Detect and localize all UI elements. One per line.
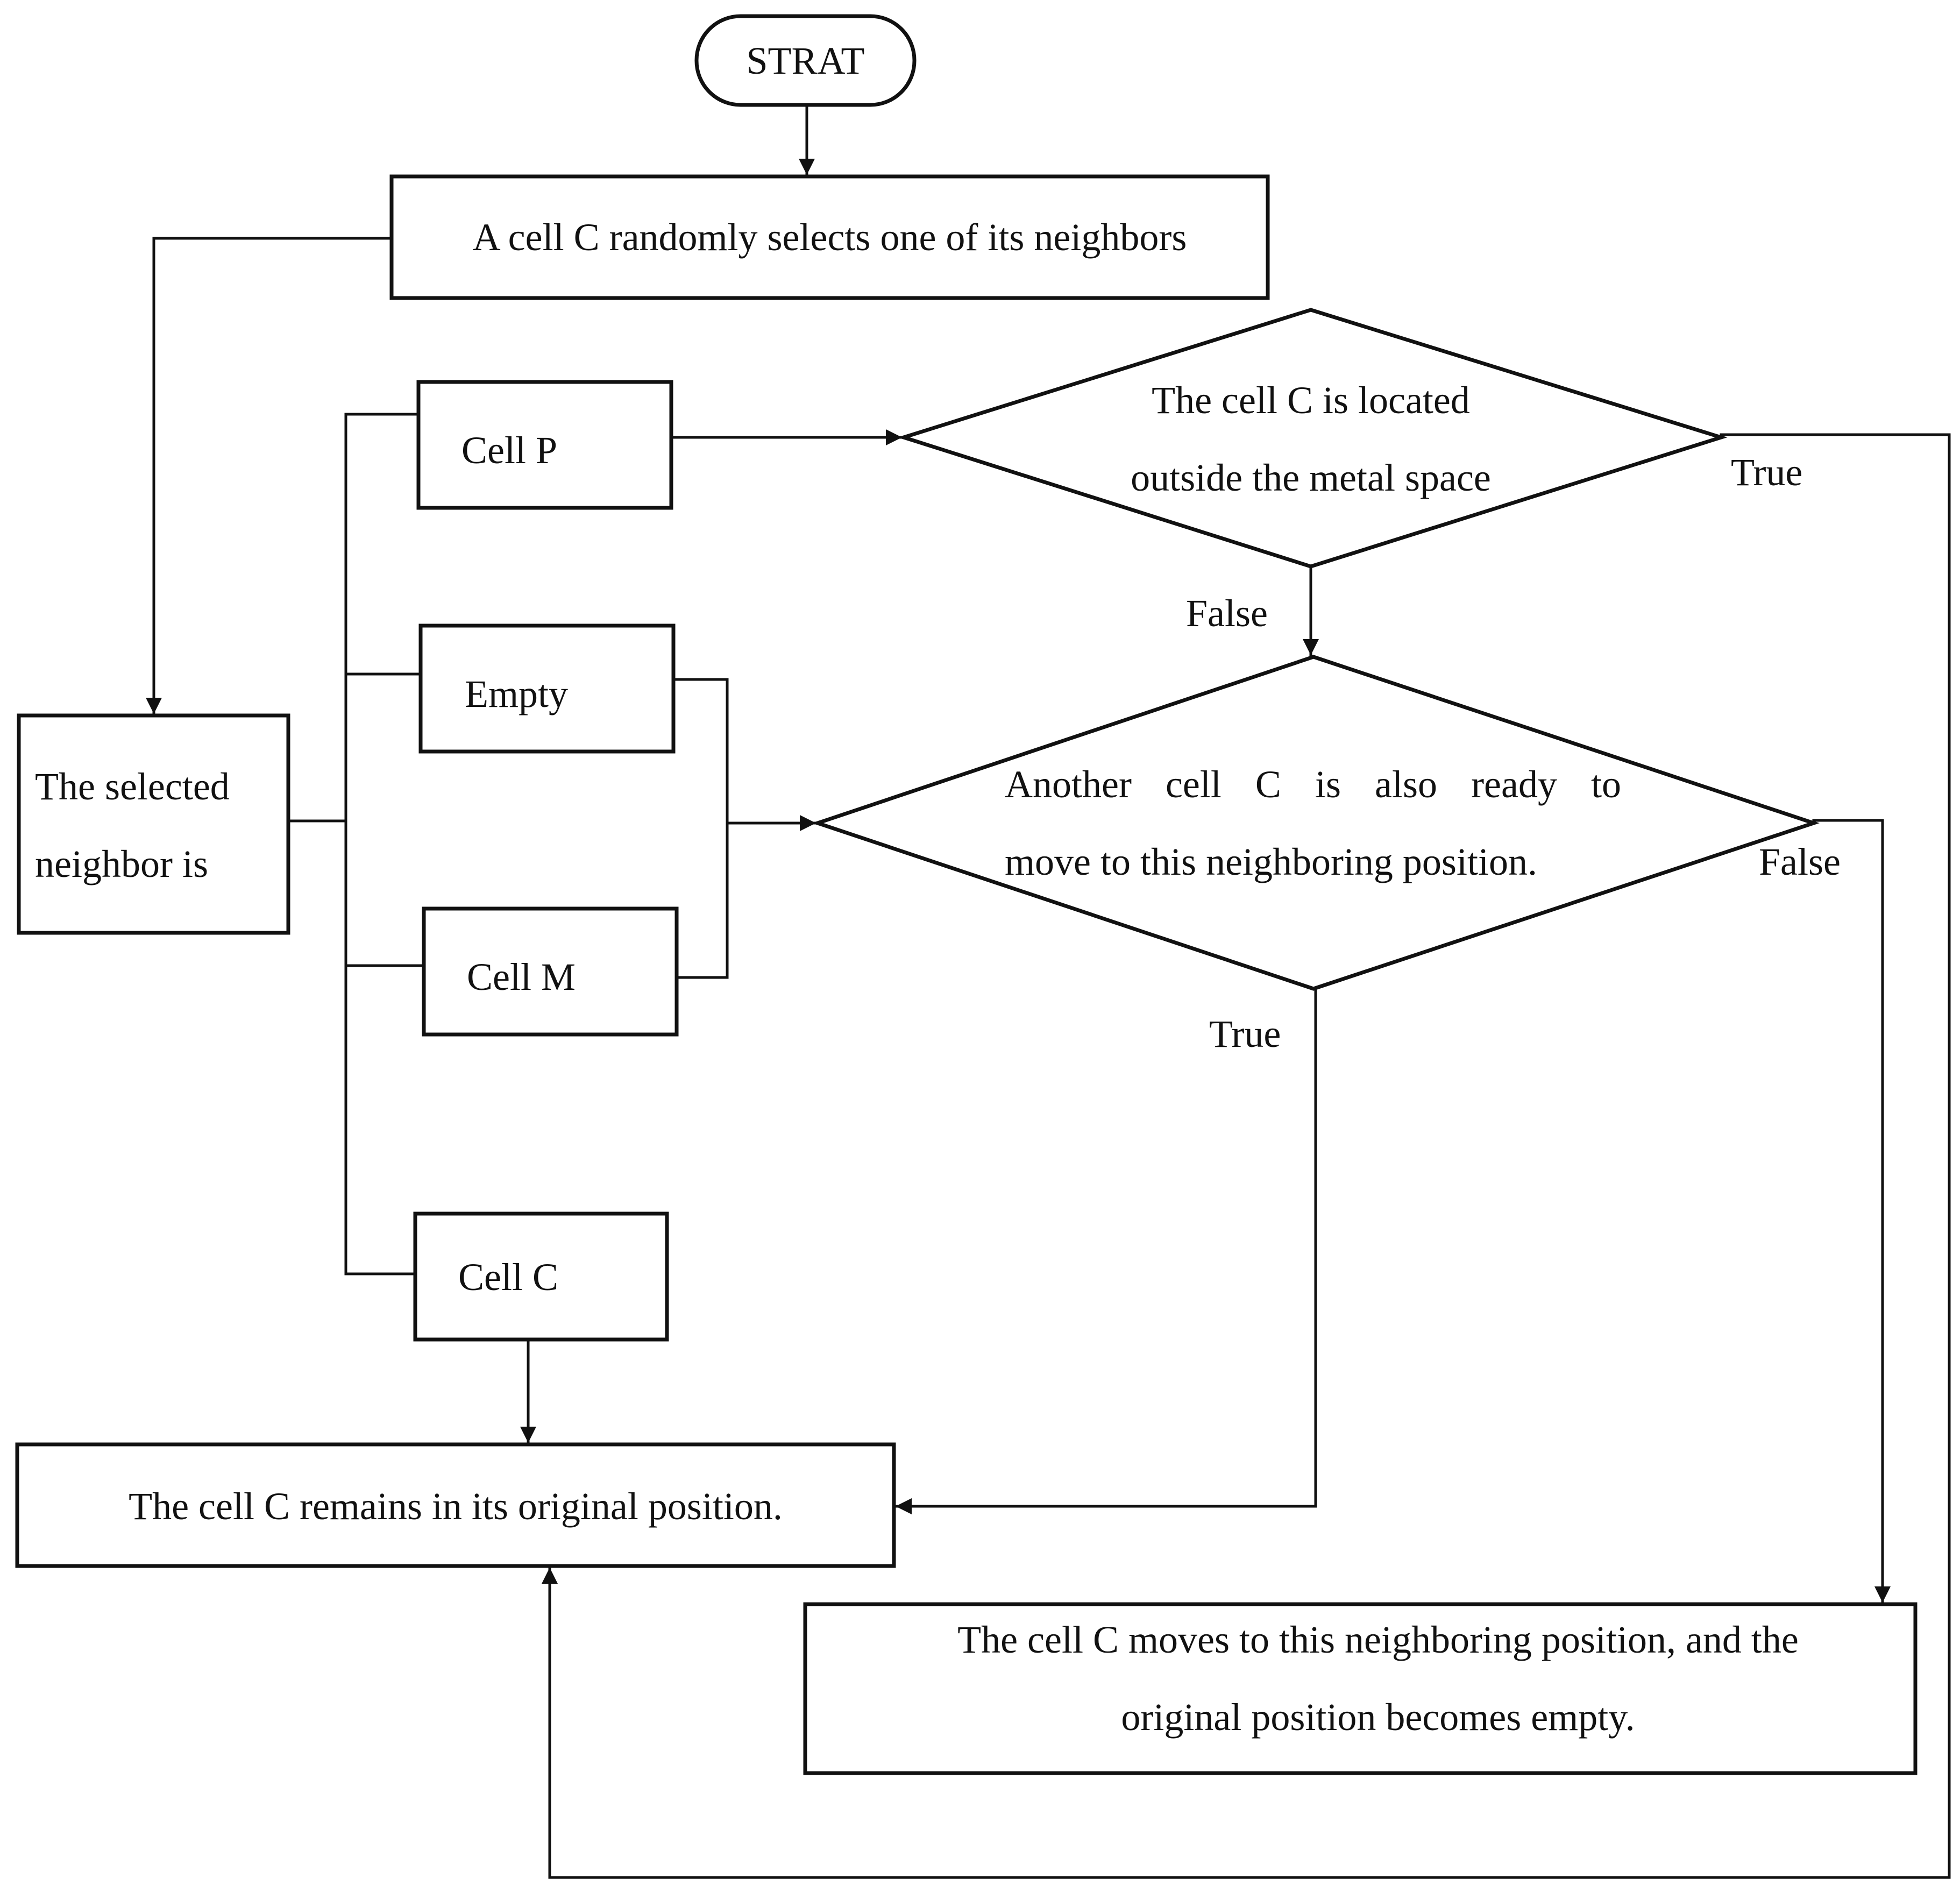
- decision-conflict-line-2: move to this neighboring position.: [1005, 840, 1537, 883]
- result-move-line-2: original position becomes empty.: [1121, 1696, 1635, 1739]
- edge-label-conflict-false: False: [1759, 840, 1841, 883]
- cell-c-label: Cell C: [458, 1256, 559, 1299]
- edge-label-conflict-true: True: [1209, 1012, 1281, 1055]
- edge-label-outside-false: False: [1186, 592, 1268, 635]
- start-label: STRAT: [746, 39, 865, 82]
- select-neighbor-box: [389, 174, 1270, 300]
- result-move-line-1: The cell C moves to this neighboring pos…: [957, 1618, 1799, 1661]
- conflict-true-arrow: [894, 987, 1317, 1514]
- cell-p-box: [416, 380, 673, 510]
- decision-outside-line-2: outside the metal space: [1131, 456, 1491, 499]
- selected-neighbor-line-1: The selected: [35, 765, 230, 808]
- empty-merge-line: [672, 678, 729, 825]
- cell-m-label: Cell M: [467, 955, 576, 998]
- select-to-neighbor-arrow: [146, 237, 393, 715]
- decision-outside-line-1: The cell C is located: [1152, 379, 1470, 422]
- decision-conflict-line-1: Another cell C is also ready to: [1005, 763, 1621, 806]
- empty-label: Empty: [465, 672, 568, 715]
- selected-neighbor-box: [17, 713, 290, 935]
- empty-box: [418, 623, 676, 754]
- cell-c-box: [413, 1211, 669, 1342]
- conflict-false-arrow: [1812, 819, 1891, 1604]
- result-remain-box: [15, 1442, 896, 1568]
- cell-m-box: [422, 906, 679, 1037]
- select-neighbor-label: A cell C randomly selects one of its nei…: [472, 216, 1187, 259]
- result-move-box: [803, 1602, 1918, 1775]
- outside-true-loop-arrow: [542, 433, 1951, 1879]
- cell-p-label: Cell P: [461, 429, 558, 472]
- edge-label-outside-true: True: [1731, 451, 1803, 494]
- decision-conflict-diamond: [811, 655, 1820, 991]
- result-remain-label: The cell C remains in its original posit…: [129, 1485, 783, 1528]
- selected-neighbor-line-2: neighbor is: [35, 842, 208, 885]
- cell-m-merge-line: [675, 821, 729, 979]
